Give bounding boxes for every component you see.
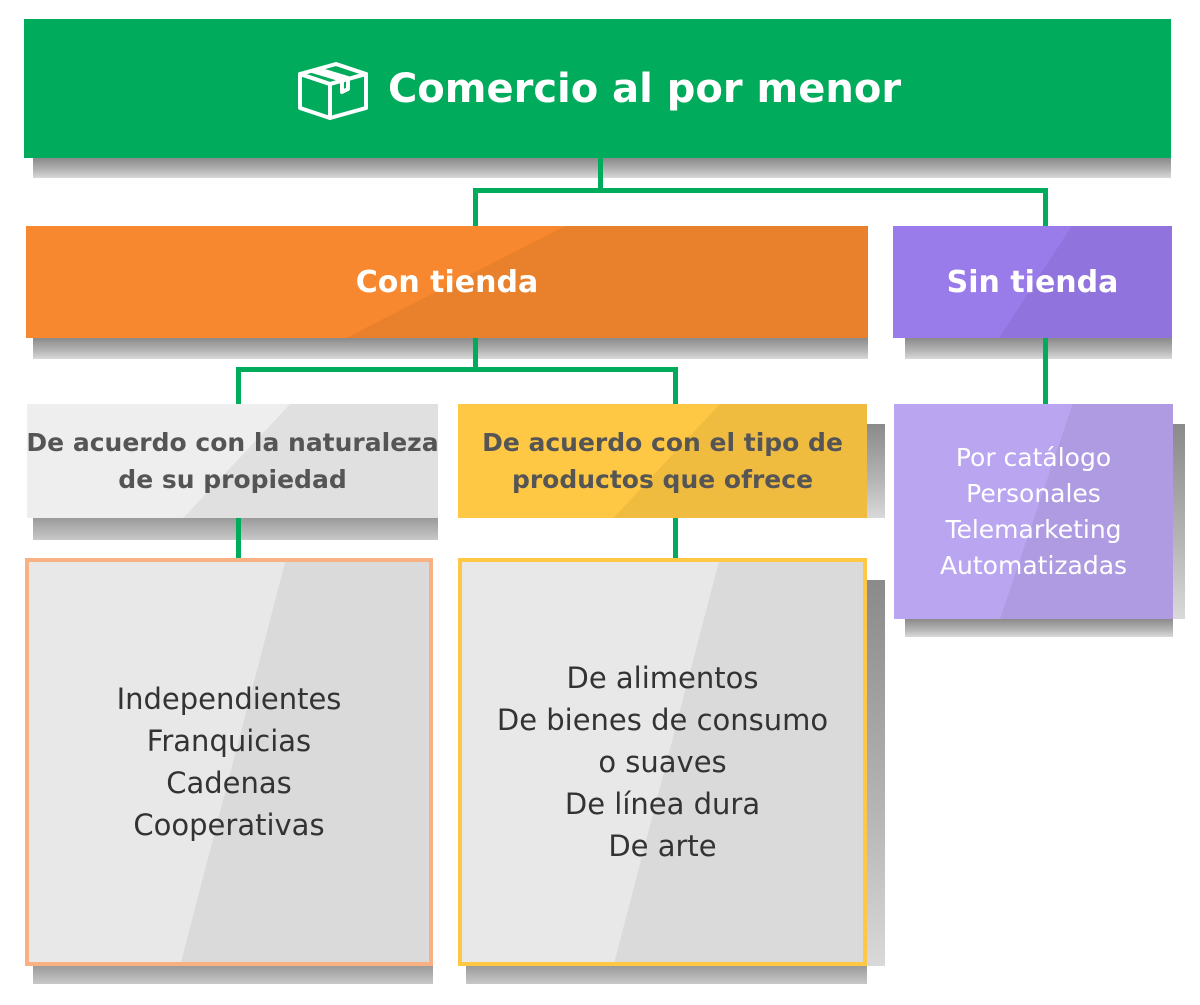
list-item: De línea dura bbox=[564, 787, 761, 821]
tipo-shadow bbox=[867, 424, 885, 518]
naturaleza-shadow bbox=[33, 518, 438, 540]
propiedad-list: Independientes Franquicias Cadenas Coope… bbox=[25, 558, 433, 966]
tipo-label-line: productos que ofrece bbox=[511, 465, 814, 494]
connector-tipo-down bbox=[673, 518, 678, 558]
sin-tienda-shadow bbox=[905, 338, 1172, 359]
list-orange-shadow bbox=[33, 966, 433, 984]
list-item: Por catálogo bbox=[955, 442, 1112, 472]
list-item: Personales bbox=[966, 478, 1101, 508]
list-item: Franquicias bbox=[146, 724, 312, 758]
connector-con-tienda-down bbox=[473, 338, 478, 371]
list-item: Cooperativas bbox=[133, 808, 325, 842]
connector-root-bar bbox=[473, 188, 1048, 193]
list-item: o suaves bbox=[598, 745, 727, 779]
list-item: Telemarketing bbox=[945, 514, 1122, 544]
tipo-productos-node: De acuerdo con el tipo de productos que … bbox=[458, 404, 867, 518]
list-item: Cadenas bbox=[166, 766, 292, 800]
connector-root-down bbox=[598, 158, 603, 191]
sin-list-shadow bbox=[905, 619, 1173, 637]
list-item: Independientes bbox=[116, 682, 342, 716]
sin-list-side-shadow bbox=[1173, 424, 1185, 619]
naturaleza-label-line: De acuerdo con la naturaleza bbox=[27, 428, 438, 457]
connector-sin-tienda-down bbox=[1043, 338, 1048, 404]
con-tienda-label: Con tienda bbox=[355, 264, 539, 300]
package-box-icon bbox=[297, 61, 368, 120]
sin-tienda-node: Sin tienda bbox=[893, 226, 1172, 338]
root-node: Comercio al por menor bbox=[24, 19, 1171, 158]
connector-to-sin-tienda bbox=[1043, 188, 1048, 226]
connector-to-tipo bbox=[673, 367, 678, 404]
naturaleza-label-line: de su propiedad bbox=[118, 465, 347, 494]
sin-tienda-label: Sin tienda bbox=[946, 264, 1119, 300]
list-yellow-shadow bbox=[867, 580, 885, 966]
root-title: Comercio al por menor bbox=[387, 65, 902, 112]
productos-list: De alimentos De bienes de consumo o suav… bbox=[458, 558, 867, 966]
list-item: Automatizadas bbox=[939, 550, 1128, 580]
list-yellow-bottom-shadow bbox=[466, 966, 867, 984]
list-item: De arte bbox=[608, 829, 717, 863]
tipo-label-line: De acuerdo con el tipo de bbox=[482, 428, 843, 457]
connector-to-con-tienda bbox=[473, 188, 478, 226]
connector-to-naturaleza bbox=[236, 367, 241, 404]
list-item: De alimentos bbox=[566, 661, 759, 695]
con-tienda-shadow bbox=[33, 338, 868, 359]
connector-naturaleza-down bbox=[236, 518, 241, 558]
naturaleza-node: De acuerdo con la naturaleza de su propi… bbox=[27, 404, 438, 518]
connector-con-tienda-bar bbox=[236, 367, 678, 372]
list-item: De bienes de consumo bbox=[496, 703, 829, 737]
sin-tienda-list: Por catálogo Personales Telemarketing Au… bbox=[894, 404, 1173, 619]
con-tienda-node: Con tienda bbox=[26, 226, 868, 338]
